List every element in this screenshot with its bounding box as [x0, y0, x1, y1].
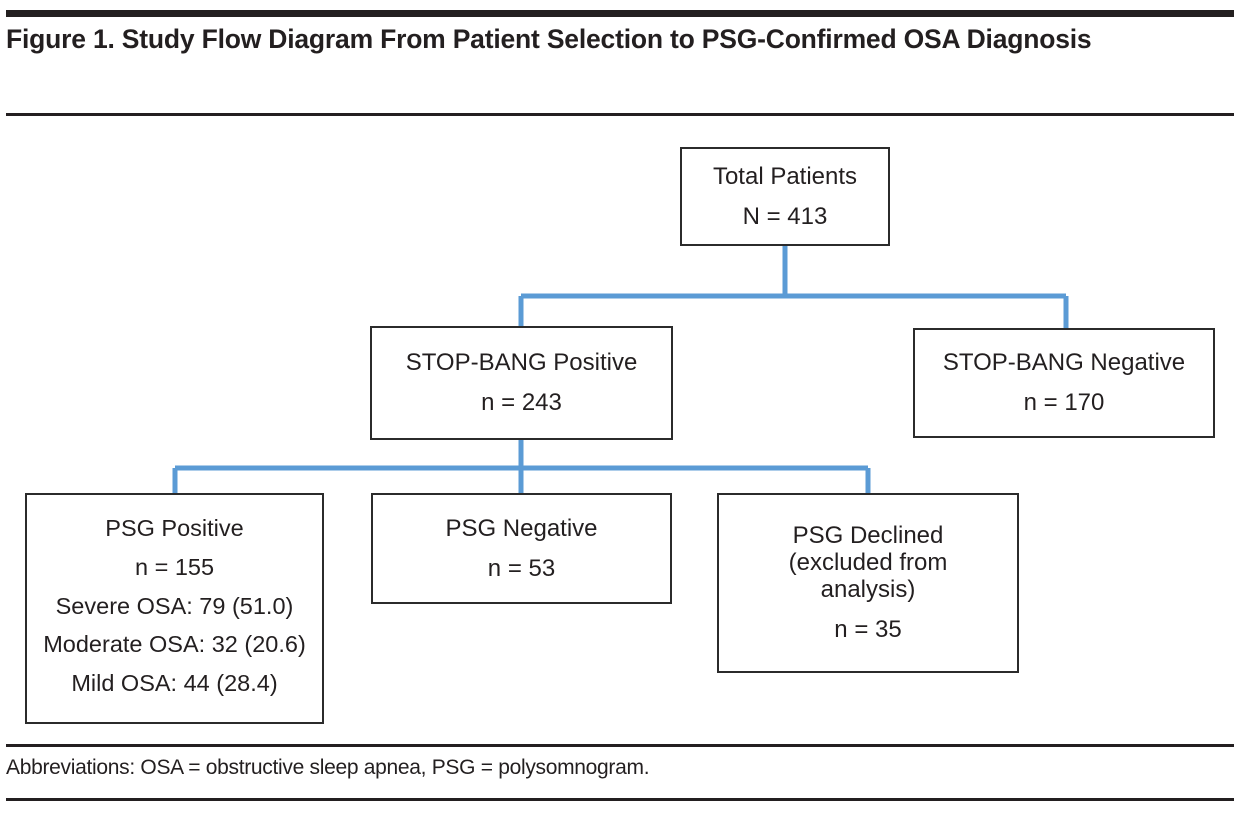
- figure-title: Figure 1. Study Flow Diagram From Patien…: [6, 24, 1092, 54]
- footer-bottom-rule: [6, 798, 1234, 801]
- node-psg-negative: PSG Negative n = 53: [371, 493, 672, 604]
- breakdown-mild-osa: Mild OSA: 44 (28.4): [71, 669, 278, 696]
- node-psg-declined-count: n = 35: [834, 615, 902, 643]
- node-total-patients-label: Total Patients: [712, 162, 858, 190]
- node-psg-positive: PSG Positive n = 155 Severe OSA: 79 (51.…: [25, 493, 324, 724]
- node-psg-declined: PSG Declined (excluded from analysis) n …: [717, 493, 1019, 673]
- abbreviations-note: Abbreviations: OSA = obstructive sleep a…: [6, 756, 650, 779]
- header-bottom-rule: [6, 113, 1234, 116]
- node-psg-positive-count: n = 155: [134, 554, 215, 581]
- node-stopbang-negative-label: STOP-BANG Negative: [942, 349, 1186, 377]
- node-stopbang-positive: STOP-BANG Positive n = 243: [370, 326, 673, 440]
- node-total-patients-count: N = 413: [742, 202, 828, 230]
- node-psg-declined-sublabel-1: (excluded from: [788, 549, 948, 577]
- node-psg-negative-count: n = 53: [487, 554, 556, 582]
- node-stopbang-positive-label: STOP-BANG Positive: [405, 349, 638, 377]
- node-stopbang-negative-count: n = 170: [1023, 389, 1105, 416]
- node-psg-negative-label: PSG Negative: [445, 514, 598, 542]
- footer-top-rule: [6, 744, 1234, 747]
- breakdown-moderate-osa: Moderate OSA: 32 (20.6): [43, 631, 306, 658]
- node-stopbang-positive-count: n = 243: [481, 389, 562, 416]
- node-psg-positive-label: PSG Positive: [105, 515, 244, 541]
- breakdown-severe-osa: Severe OSA: 79 (51.0): [55, 592, 294, 619]
- node-psg-declined-sublabel-2: analysis): [820, 576, 916, 603]
- node-stopbang-negative: STOP-BANG Negative n = 170: [913, 328, 1215, 438]
- header-top-rule: [6, 10, 1234, 17]
- node-total-patients: Total Patients N = 413: [680, 147, 890, 246]
- node-psg-declined-label: PSG Declined: [792, 522, 944, 550]
